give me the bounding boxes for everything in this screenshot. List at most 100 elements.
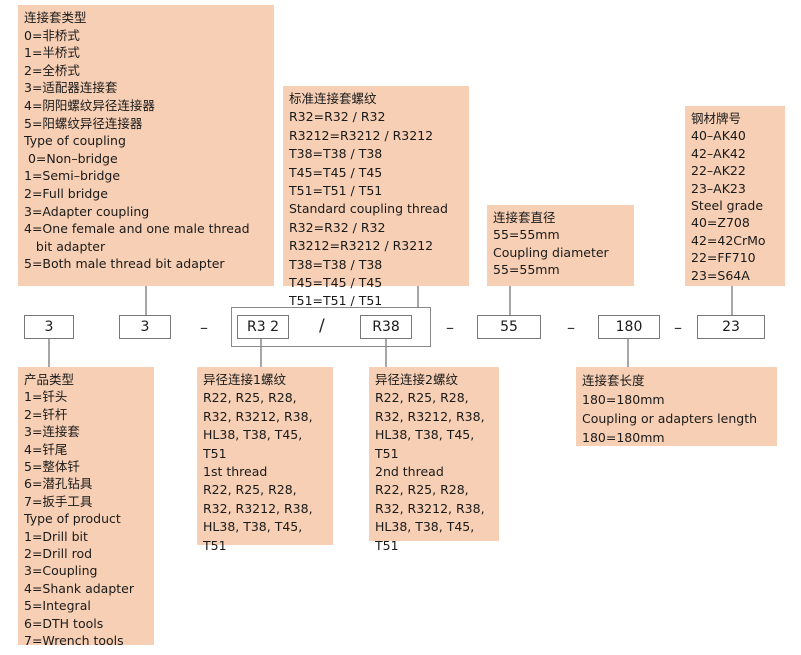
code-thread2: R38: [360, 315, 412, 339]
legend-line: 5=整体钎: [24, 459, 80, 475]
legend-line: 1=半桥式: [24, 45, 80, 61]
legend-line: T51=T51 / T51: [289, 293, 383, 309]
legend-line: Type of product: [24, 511, 121, 527]
legend-line: 4=Shank adapter: [24, 580, 134, 596]
code-dash-3: –: [567, 318, 575, 337]
legend-line: 连接套长度: [582, 373, 645, 388]
legend-line: 5=阳螺纹异径连接器: [24, 115, 143, 131]
legend-line: HL38, T38, T45,: [375, 427, 475, 443]
legend-line: 4=阴阳螺纹异径连接器: [24, 97, 155, 113]
legend-line: 23–AK23: [691, 180, 746, 196]
legend-line: 180=180mm: [582, 392, 665, 407]
legend-line: 22–AK22: [691, 163, 746, 179]
code-dash-1: –: [200, 318, 208, 337]
legend-line: 55=55mm: [493, 262, 560, 278]
legend-line: 标准连接套螺纹: [289, 91, 377, 106]
legend-line: 2nd thread: [375, 464, 444, 480]
legend-line: T51=T51 / T51: [289, 183, 383, 199]
legend-line: T38=T38 / T38: [289, 256, 383, 272]
thread-group-frame: [231, 307, 431, 347]
legend-line: 3=连接套: [24, 424, 80, 440]
legend-line: 42–AK42: [691, 145, 746, 161]
legend-line: Coupling or adapters length: [582, 411, 758, 426]
legend-line: T51: [203, 537, 227, 553]
legend-line: HL38, T38, T45,: [203, 519, 303, 535]
legend-line: 180=180mm: [582, 430, 665, 445]
legend-line: R32, R3212, R38,: [375, 500, 485, 516]
legend-line: 0=非桥式: [24, 27, 80, 43]
legend-line: R22, R25, R28,: [203, 390, 297, 406]
code-diameter: 55: [477, 315, 541, 339]
legend-line: R22, R25, R28,: [375, 482, 469, 498]
legend-line: T45=T45 / T45: [289, 275, 383, 291]
legend-line: 1=Semi–bridge: [24, 168, 121, 184]
legend-line: 42=42CrMo: [691, 232, 766, 248]
legend-line: 异径连接2螺纹: [375, 372, 458, 387]
legend-line: 2=钎杆: [24, 406, 68, 422]
legend-line: R22, R25, R28,: [203, 482, 297, 498]
legend-line: R32, R3212, R38,: [375, 408, 485, 424]
legend-line: T45=T45 / T45: [289, 164, 383, 180]
legend-line: 1=钎头: [24, 389, 68, 405]
legend-line: HL38, T38, T45,: [375, 519, 475, 535]
legend-line: 连接套直径: [493, 210, 556, 225]
legend-line: Steel grade: [691, 198, 764, 214]
legend-line: 3=Coupling: [24, 563, 98, 579]
legend-line: 7=扳手工具: [24, 493, 93, 509]
legend-line: bit adapter: [24, 238, 106, 254]
legend-line: 40–AK40: [691, 128, 746, 144]
legend-line: 7=Wrench tools: [24, 633, 124, 649]
legend-line: T51: [375, 537, 399, 553]
legend-line: 2=Full bridge: [24, 185, 108, 201]
legend-line: 4=One female and one male thread: [24, 221, 250, 237]
legend-line: 3=Adapter coupling: [24, 203, 150, 219]
legend-line: 23=S64A: [691, 267, 750, 283]
legend-line: 钢材牌号: [691, 111, 742, 126]
second-thread-legend: 异径连接2螺纹 R22, R25, R28, R32, R3212, R38, HL3…: [369, 367, 499, 553]
legend-line: T51: [375, 445, 399, 461]
legend-line: R3212=R3212 / R3212: [289, 127, 434, 143]
code-dash-2: –: [446, 318, 454, 337]
legend-line: R32, R3212, R38,: [203, 408, 313, 424]
legend-line: R3212=R3212 / R3212: [289, 238, 434, 254]
legend-line: 5=Integral: [24, 598, 91, 614]
legend-line: Standard coupling thread: [289, 201, 448, 217]
legend-line: 5=Both male thread bit adapter: [24, 256, 225, 272]
legend-line: Coupling diameter: [493, 244, 609, 260]
legend-line: 1st thread: [203, 464, 268, 480]
code-slash: /: [319, 316, 325, 336]
legend-line: T51: [203, 445, 227, 461]
legend-line: 连接套类型: [24, 10, 87, 25]
legend-line: R32=R32 / R32: [289, 109, 386, 125]
code-dash-4: –: [674, 318, 682, 337]
legend-line: 4=钎尾: [24, 441, 68, 457]
code-grade: 23: [697, 315, 765, 339]
code-thread1: R3 2: [237, 315, 289, 339]
legend-line: 6=潜孔钻具: [24, 476, 93, 492]
legend-line: 1=Drill bit: [24, 528, 88, 544]
legend-line: HL38, T38, T45,: [203, 427, 303, 443]
legend-line: 22=FF710: [691, 250, 756, 266]
code-product: 3: [24, 315, 74, 339]
legend-line: Type of coupling: [24, 133, 126, 149]
legend-line: 2=全桥式: [24, 62, 80, 78]
legend-line: 40=Z708: [691, 215, 750, 231]
legend-line: T38=T38 / T38: [289, 146, 383, 162]
legend-line: R22, R25, R28,: [375, 390, 469, 406]
legend-line: R32, R3212, R38,: [203, 500, 313, 516]
legend-line: 55=55mm: [493, 227, 560, 243]
legend-line: 产品类型: [24, 372, 75, 387]
code-coupling-type: 3: [119, 315, 171, 339]
code-length: 180: [598, 315, 660, 339]
legend-line: 2=Drill rod: [24, 546, 93, 562]
legend-line: R32=R32 / R32: [289, 219, 386, 235]
legend-line: 6=DTH tools: [24, 615, 104, 631]
